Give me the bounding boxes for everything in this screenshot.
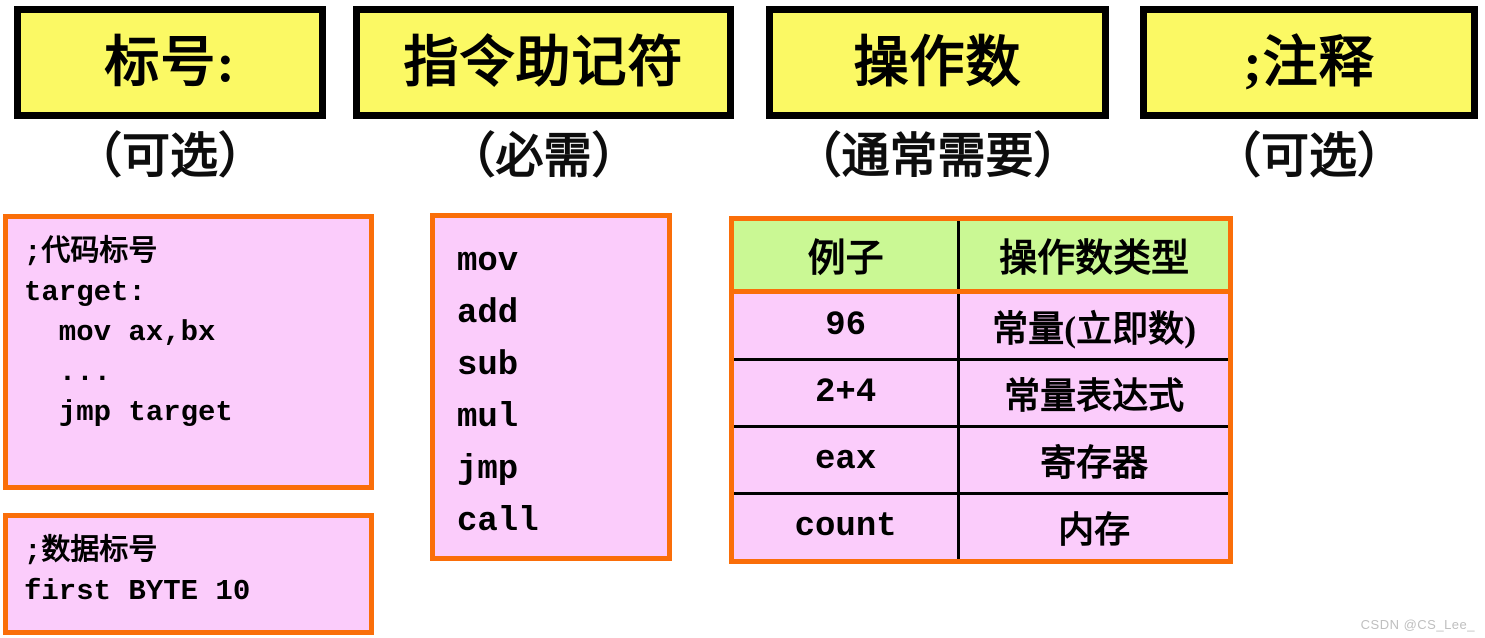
table-header-example: 例子 (734, 221, 961, 294)
header-box-operand: 操作数 (766, 6, 1109, 119)
sublabel-mnemonic-required: （必需） (447, 130, 640, 183)
header-mnemonic-text: 指令助记符 (403, 32, 684, 93)
cell-example: 2+4 (734, 357, 961, 427)
code-panel-mnemonic-list: mov add sub mul jmp call (430, 213, 672, 561)
header-comment-text: ;注释 (1243, 32, 1375, 93)
cell-type: 寄存器 (958, 425, 1228, 494)
header-operand-text: 操作数 (853, 32, 1022, 93)
watermark-text: CSDN @CS_Lee_ (1360, 617, 1475, 632)
cell-type: 常量(立即数) (958, 289, 1228, 360)
header-box-label: 标号: (14, 6, 326, 119)
sublabel-label-optional: （可选） (73, 130, 266, 183)
table-row: 2+4 常量表达式 (734, 357, 1228, 427)
cell-example: count (734, 492, 961, 559)
operand-type-table: 例子 操作数类型 96 常量(立即数) 2+4 常量表达式 eax 寄存器 co… (729, 216, 1233, 564)
cell-type: 常量表达式 (958, 357, 1228, 427)
code-panel-data-label: ;数据标号 first BYTE 10 (3, 513, 374, 635)
code-label-text: ;代码标号 target: mov ax,bx ... jmp target (24, 236, 233, 429)
header-label-text: 标号: (104, 32, 236, 93)
table-header-row: 例子 操作数类型 (734, 221, 1228, 294)
cell-example: eax (734, 425, 961, 494)
cell-type: 内存 (958, 492, 1228, 559)
table-header-type: 操作数类型 (958, 221, 1228, 294)
header-box-mnemonic: 指令助记符 (353, 6, 734, 119)
mnemonic-list-text: mov add sub mul jmp call (457, 243, 539, 541)
code-panel-code-label: ;代码标号 target: mov ax,bx ... jmp target (3, 214, 374, 490)
cell-example: 96 (734, 289, 961, 360)
header-box-comment: ;注释 (1140, 6, 1478, 119)
table-row: count 内存 (734, 492, 1228, 559)
table-row: eax 寄存器 (734, 425, 1228, 494)
sublabel-comment-optional: （可选） (1212, 130, 1405, 183)
table-row: 96 常量(立即数) (734, 289, 1228, 360)
sublabel-operand-usually-required: （通常需要） (793, 130, 1082, 183)
data-label-text: ;数据标号 first BYTE 10 (24, 535, 251, 608)
